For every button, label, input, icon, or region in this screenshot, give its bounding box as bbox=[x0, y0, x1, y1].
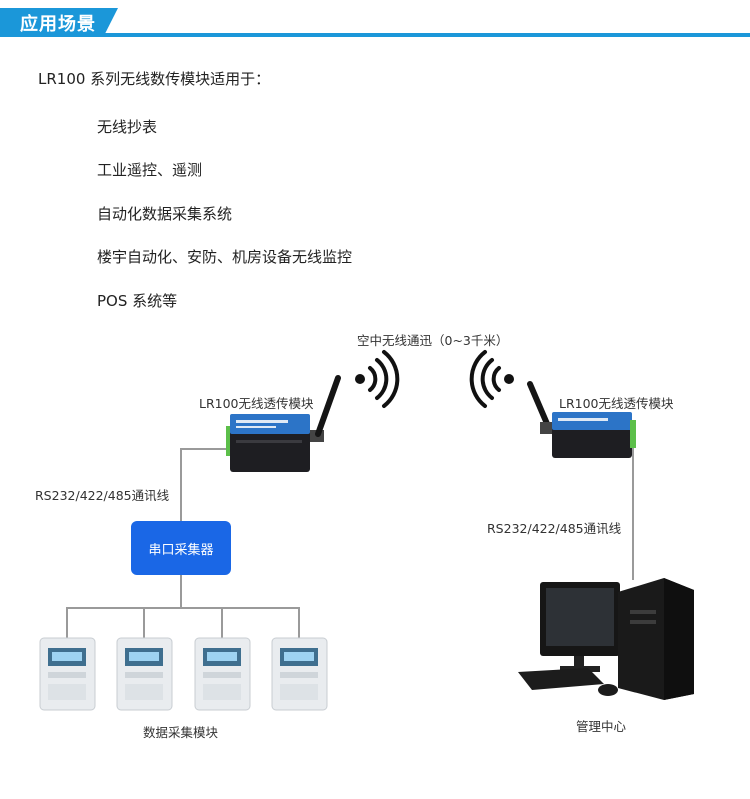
header-tab bbox=[0, 8, 118, 36]
meter-device bbox=[194, 637, 251, 711]
left-cable-label: RS232/422/485通讯线 bbox=[35, 488, 170, 503]
left-module-label: LR100无线透传模块 bbox=[199, 396, 314, 411]
signal-left-icon bbox=[355, 350, 400, 408]
signal-right-icon bbox=[469, 350, 514, 408]
computer-device bbox=[518, 578, 694, 700]
air-link-label: 空中无线通迅（0~3千米） bbox=[357, 333, 509, 348]
meter-device bbox=[39, 637, 96, 711]
application-item: POS 系统等 bbox=[97, 292, 178, 310]
section-title: 应用场景 bbox=[20, 14, 96, 35]
application-item: 自动化数据采集系统 bbox=[97, 205, 233, 223]
application-item: 工业遥控、遥测 bbox=[97, 161, 203, 179]
right-module-label: LR100无线透传模块 bbox=[559, 396, 674, 411]
right-module-device bbox=[527, 381, 636, 458]
meters-label: 数据采集模块 bbox=[143, 725, 219, 740]
header-rule bbox=[0, 33, 750, 37]
left-wiring bbox=[66, 448, 300, 640]
management-center-label: 管理中心 bbox=[576, 719, 627, 734]
section-header: 应用场景 bbox=[0, 0, 750, 44]
application-item: 无线抄表 bbox=[97, 118, 158, 136]
intro-text: LR100 系列无线数传模块适用于： bbox=[38, 70, 271, 88]
serial-collector-box: 串口采集器 bbox=[131, 521, 231, 575]
application-item: 楼宇自动化、安防、机房设备无线监控 bbox=[97, 248, 353, 266]
left-module-device bbox=[226, 375, 341, 472]
meter-device bbox=[271, 637, 328, 711]
meter-device bbox=[116, 637, 173, 711]
right-cable-label: RS232/422/485通讯线 bbox=[487, 521, 622, 536]
